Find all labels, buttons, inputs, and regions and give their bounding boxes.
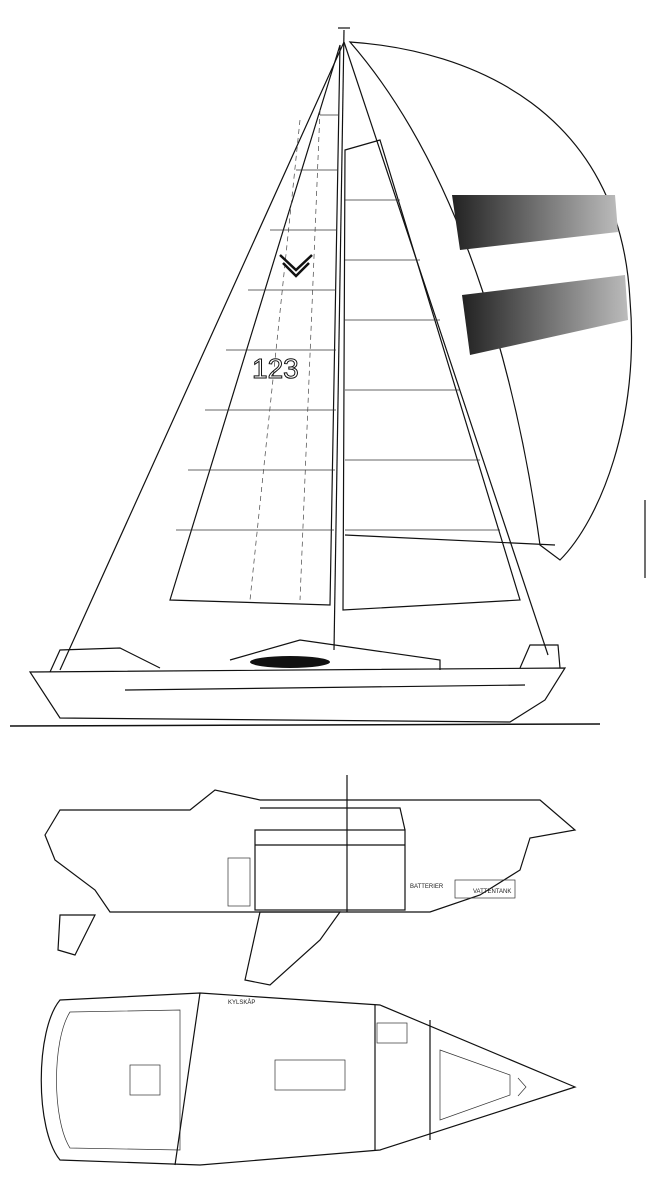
spinnaker-stripe xyxy=(452,195,618,250)
mast xyxy=(333,29,345,651)
hull-plan xyxy=(40,992,577,1166)
sail-number: 123 xyxy=(252,353,299,384)
brand-logo-icon xyxy=(279,254,313,278)
rudder xyxy=(57,914,96,956)
sail-plan: 123 xyxy=(9,27,646,727)
spinnaker-stripe xyxy=(462,275,628,355)
batteries-label: BATTERIER xyxy=(410,884,444,890)
cabin-window xyxy=(250,656,330,668)
inboard-profile: BATTERIER VATTENTANK xyxy=(44,775,577,986)
spinnaker-pole xyxy=(344,534,556,546)
waterline xyxy=(9,723,601,727)
forestay xyxy=(59,41,345,671)
backstay xyxy=(343,41,549,656)
water-tank-label: VATTENTANK xyxy=(473,889,511,895)
mainsail xyxy=(342,139,521,611)
headsail xyxy=(169,44,341,606)
spinnaker xyxy=(348,41,633,561)
keel xyxy=(244,911,342,986)
hull-profile xyxy=(28,667,567,723)
fridge-label: KYLSKÅP xyxy=(228,999,255,1006)
interior-plan: KYLSKÅP xyxy=(40,992,577,1166)
hull-section xyxy=(44,789,577,913)
